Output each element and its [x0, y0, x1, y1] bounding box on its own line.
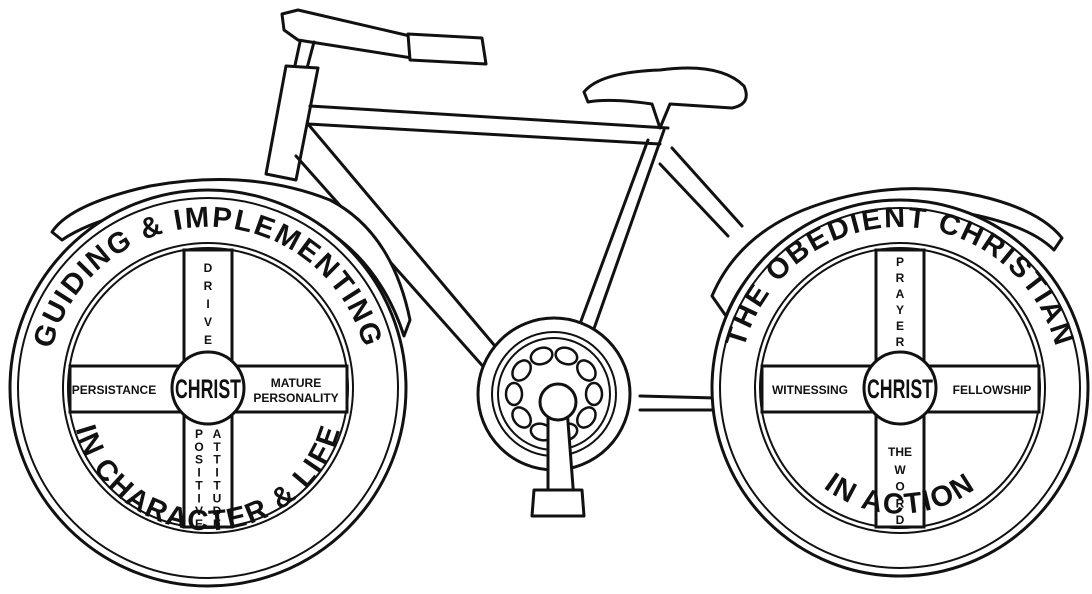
chainring-hole	[586, 383, 602, 405]
left-spoke-left: PERSISTANCE	[72, 383, 156, 397]
right-wheel: CHRIST THE OBEDIENT CHRISTIAN IN ACTION …	[712, 200, 1088, 576]
left-spoke-right-line1: MATURE	[271, 376, 321, 390]
right-spoke-bottom-line2-letter: W	[894, 463, 906, 477]
right-hub-label: CHRIST	[867, 374, 933, 404]
left-spoke-bottom-a-letter: E	[195, 517, 203, 531]
left-spoke-bottom-b-letter: E	[213, 517, 221, 531]
right-spoke-top-letter: R	[896, 335, 905, 349]
right-spoke-top-letter: A	[896, 287, 905, 301]
left-spoke-right-line2: PERSONALITY	[253, 391, 338, 405]
right-spoke-top-letter: E	[896, 319, 904, 333]
left-spoke-top-letter: V	[204, 315, 212, 329]
right-spoke-top-letter: Y	[896, 303, 904, 317]
chainring-hole	[506, 383, 522, 405]
right-spoke-left: WITNESSING	[772, 383, 848, 397]
left-spoke-top-letter: I	[206, 297, 209, 311]
right-spoke-bottom-line2-letter: D	[896, 513, 905, 527]
right-spoke-bottom-line2-letter: O	[895, 480, 904, 494]
left-wheel: CHRIST GUIDING & IMPLEMENTING IN CHARACT…	[10, 190, 406, 586]
right-spoke-right: FELLOWSHIP	[953, 383, 1032, 397]
chainring	[478, 318, 630, 516]
right-spoke-bottom-line2-letter: R	[896, 496, 905, 510]
right-spoke-bottom-line1: THE	[888, 445, 912, 459]
left-spoke-top-letter: D	[204, 261, 213, 275]
left-hub-label: CHRIST	[175, 374, 241, 404]
right-spoke-top-letter: P	[896, 255, 904, 269]
left-spoke-top-letter: E	[204, 333, 212, 347]
right-spoke-top-letter: R	[896, 271, 905, 285]
left-spoke-top-letter: R	[204, 279, 213, 293]
